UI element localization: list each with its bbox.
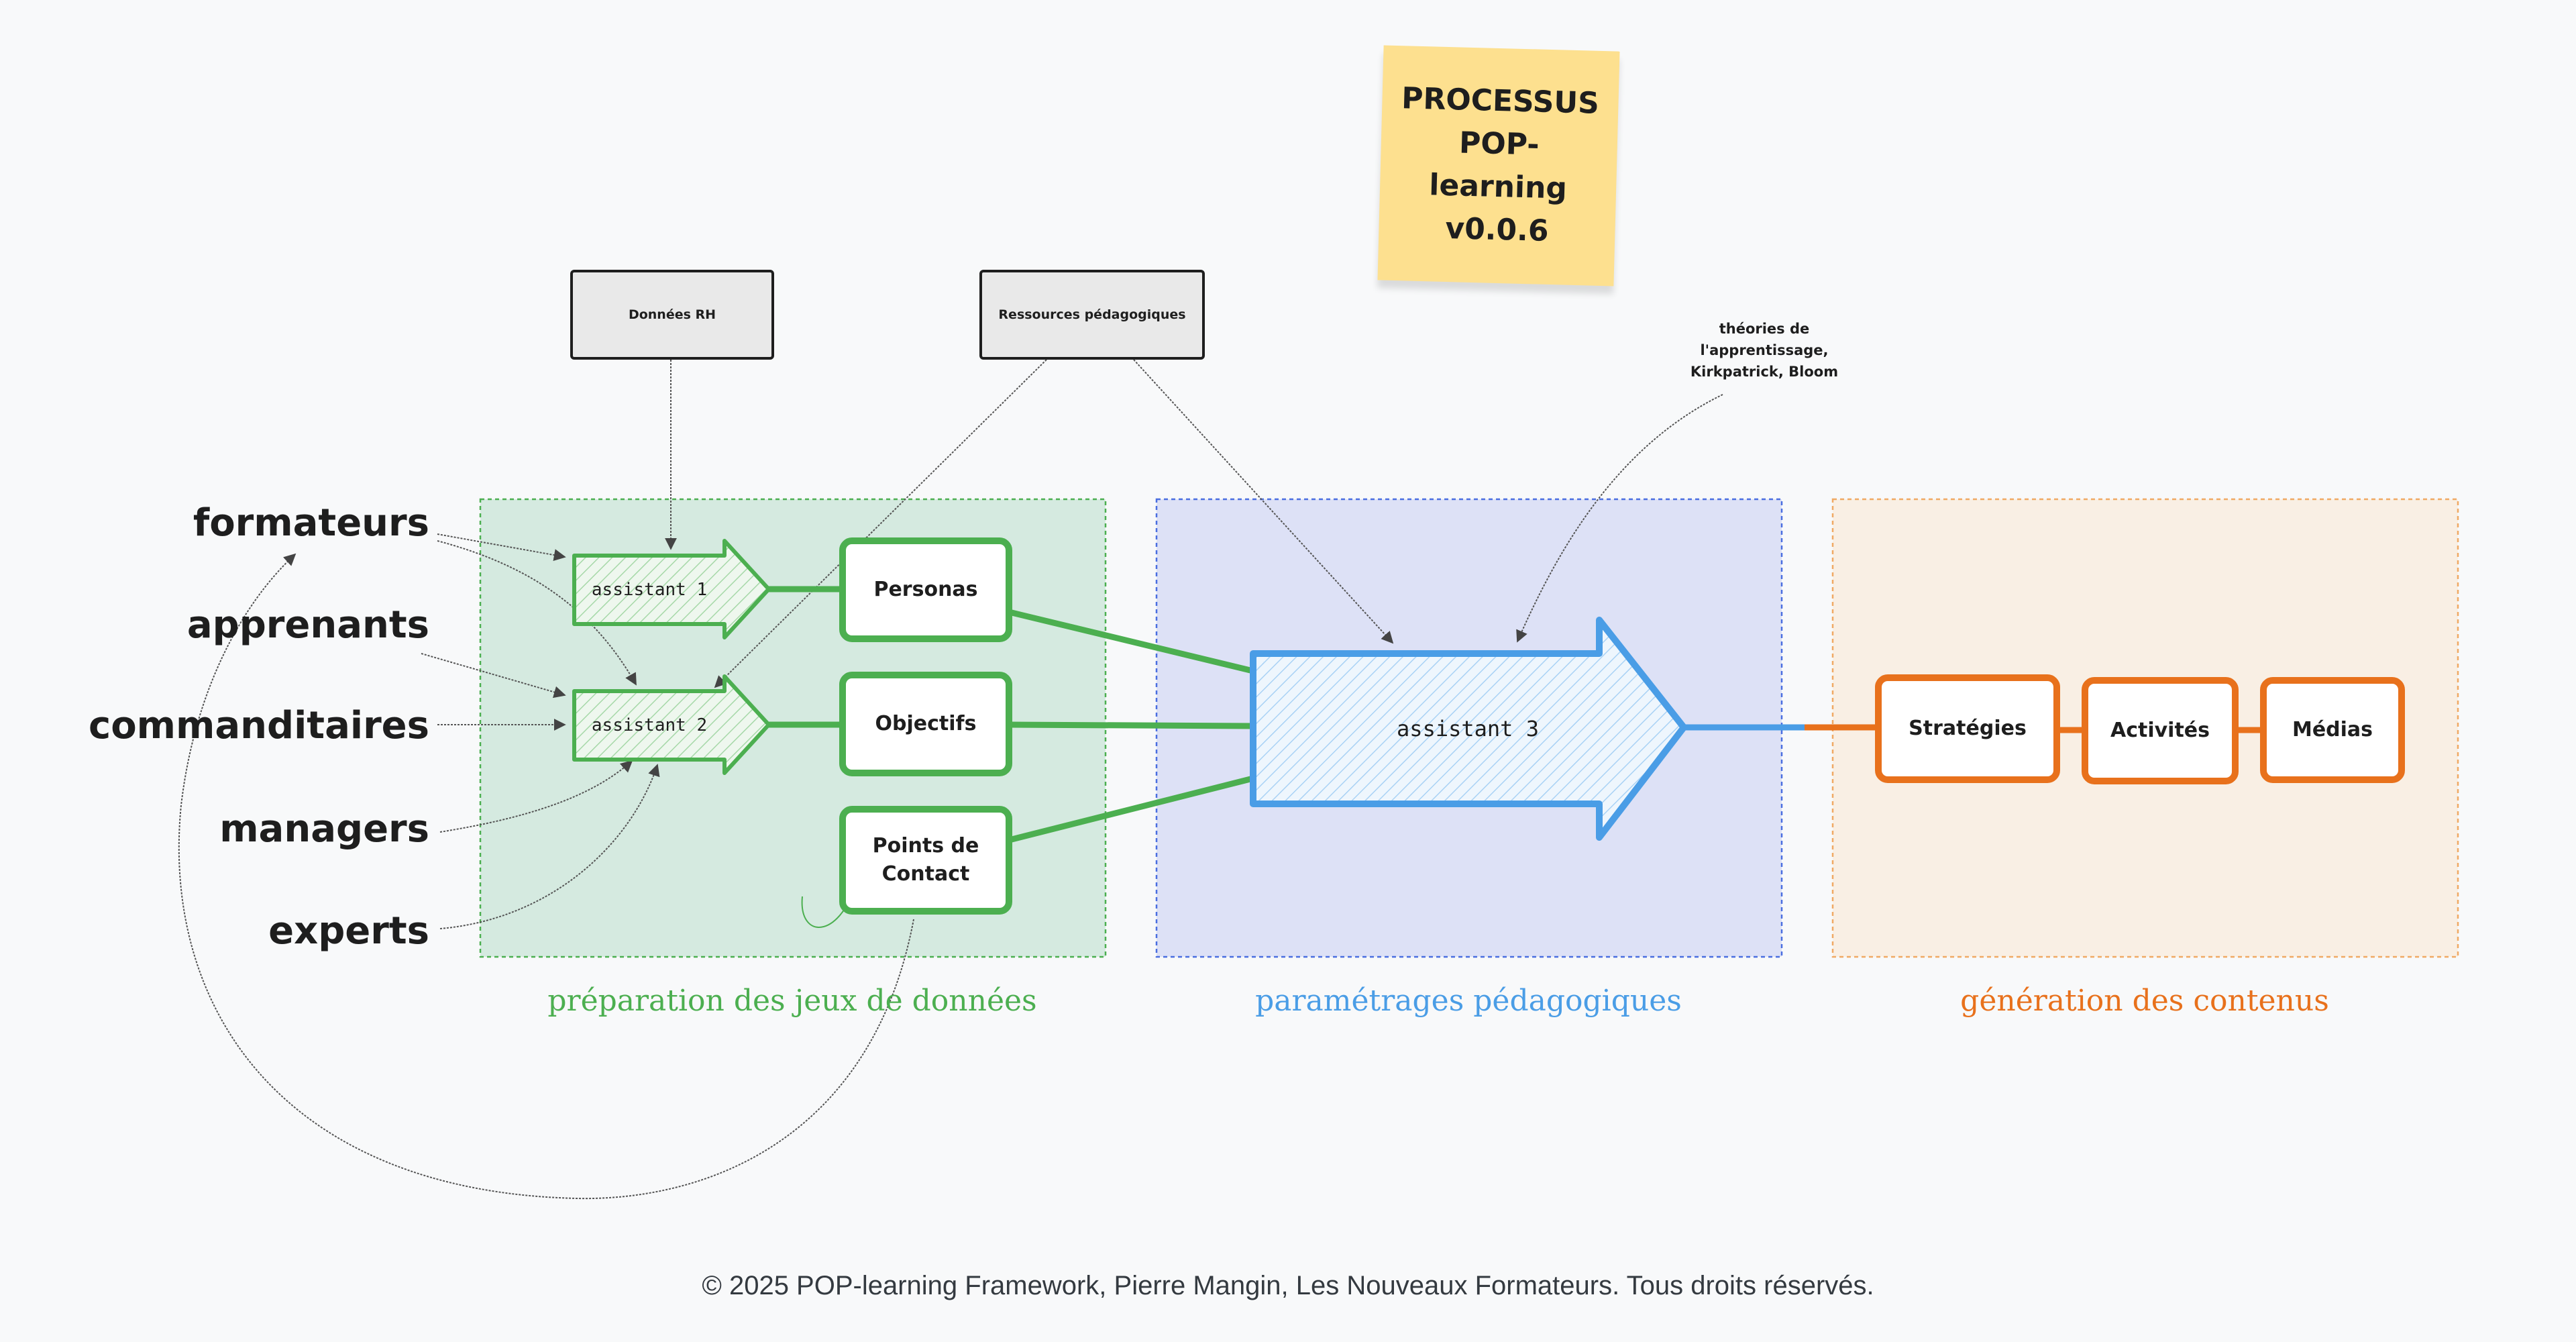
assistant-1-label: assistant 1 [591, 580, 708, 600]
formateurs-to-assistant-1 [437, 533, 566, 562]
points-contact-label: Points de Contact [872, 834, 979, 886]
objectifs-to-assistant-3 [1008, 721, 1254, 729]
assistant-2-label: assistant 2 [591, 715, 708, 735]
personas-to-assistant-3 [1008, 609, 1254, 674]
managers-to-assistant-2 [439, 760, 633, 833]
assistant-3-arrow [1250, 617, 1687, 841]
medias-label: Médias [2292, 718, 2373, 741]
ressources-to-assistant-3 [1133, 359, 1394, 644]
actor-formateurs: formateurs [193, 501, 429, 545]
medias-box [2260, 677, 2405, 783]
actor-experts: experts [268, 909, 429, 953]
ressources-box: Ressources pédagogiques [979, 270, 1205, 360]
theories-note: théories de l'apprentissage, Kirkpatrick… [1690, 321, 1839, 380]
theories-to-assistant-3 [1516, 394, 1723, 643]
points-contact-box [839, 806, 1012, 915]
donnees-rh-label: Données RH [628, 307, 716, 322]
actor-managers: managers [219, 807, 429, 851]
copyright-footer: © 2025 POP-learning Framework, Pierre Ma… [702, 1271, 1874, 1300]
assistant-2-arrow [572, 674, 771, 775]
sticky-note: PROCESSUS POP- learning v0.0.6 [1377, 45, 1620, 287]
zone-generation-title: génération des contenus [1960, 984, 2329, 1018]
ressources-to-assistant-2 [714, 359, 1047, 688]
points-contact-loop-arrow [178, 553, 914, 1200]
activites-label: Activités [2110, 719, 2210, 742]
formateurs-to-assistant-2 [437, 540, 637, 686]
zone-preparation-title: préparation des jeux de données [547, 984, 1037, 1018]
personas-box [839, 537, 1012, 642]
objectifs-label: Objectifs [875, 712, 977, 735]
points-contact-to-assistant-3 [1008, 775, 1254, 843]
activites-box [2082, 677, 2239, 784]
sticky-note-text: PROCESSUS POP- learning v0.0.6 [1401, 81, 1600, 248]
personas-label: Personas [873, 578, 978, 601]
strategies-label: Stratégies [1909, 717, 2027, 740]
ressources-label: Ressources pédagogiques [998, 307, 1186, 322]
actor-apprenants: apprenants [186, 603, 429, 647]
actor-commanditaires: commanditaires [89, 704, 429, 747]
apprenants-to-assistant-2 [421, 653, 566, 699]
assistant-3-label: assistant 3 [1397, 716, 1539, 741]
assistant-1-arrow [572, 539, 771, 639]
objectifs-box [839, 672, 1012, 776]
donnees-rh-box: Données RH [570, 270, 774, 360]
strategies-box [1875, 674, 2060, 783]
experts-to-assistant-2 [439, 764, 660, 929]
zone-parametrage-title: paramétrages pédagogiques [1255, 984, 1682, 1018]
